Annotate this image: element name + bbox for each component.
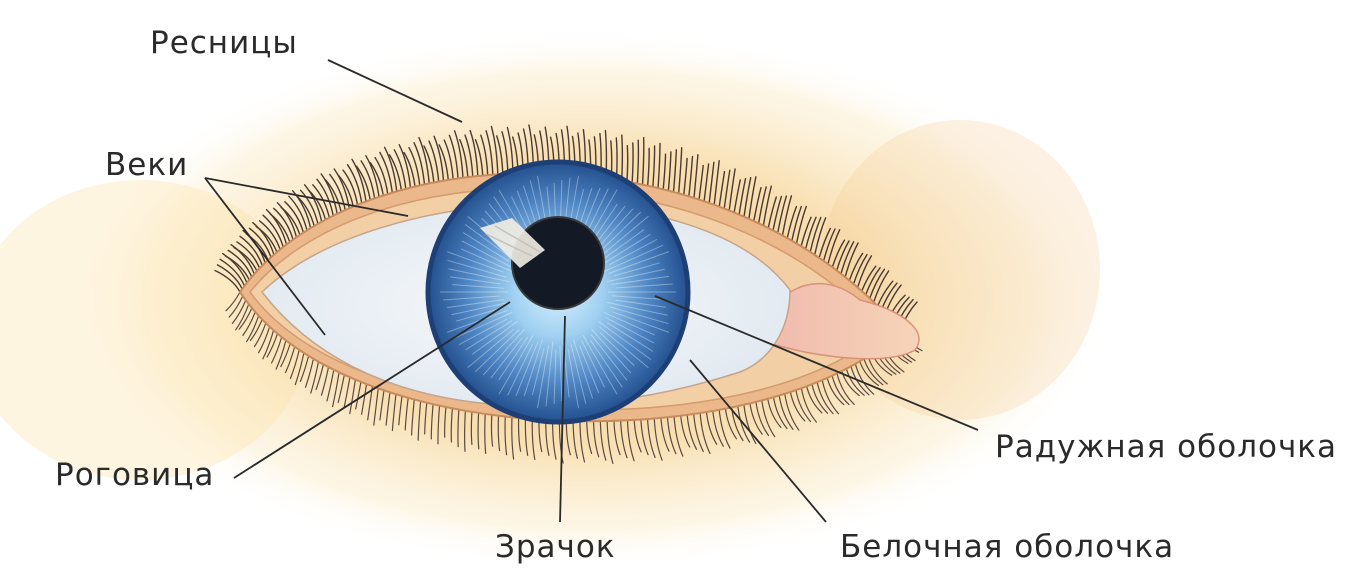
label-eyelashes: Ресницы <box>150 28 298 59</box>
label-pupil: Зрачок <box>495 532 616 563</box>
label-iris: Радужная оболочка <box>995 432 1337 463</box>
label-eyelids: Веки <box>105 150 188 181</box>
label-sclera: Белочная оболочка <box>840 532 1174 563</box>
label-cornea: Роговица <box>55 460 214 491</box>
eyelash <box>622 135 623 183</box>
